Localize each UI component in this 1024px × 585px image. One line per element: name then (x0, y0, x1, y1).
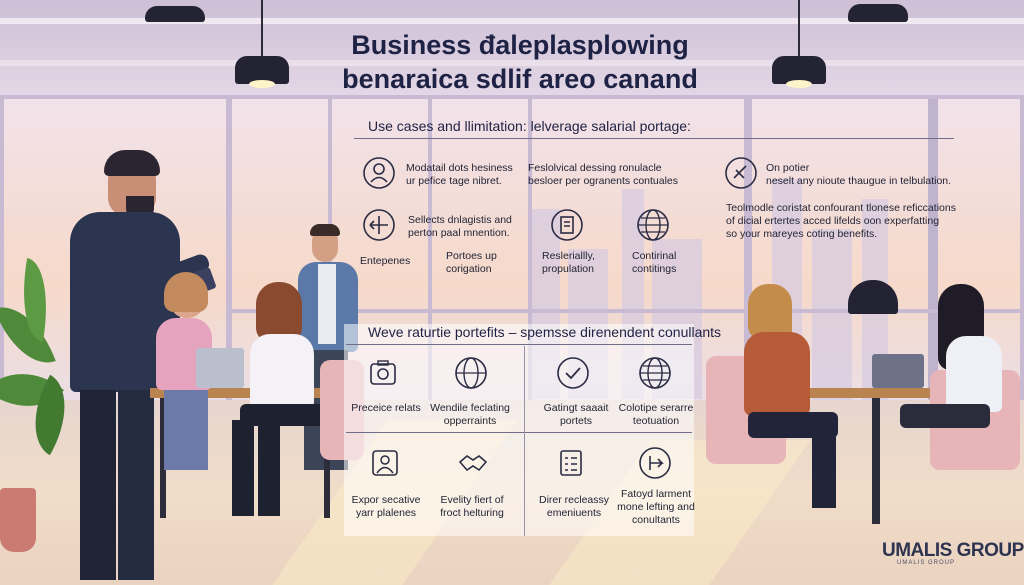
handshake-icon (456, 446, 490, 480)
globe-icon (454, 356, 488, 390)
brand-tagline: UMALIS GROUP (897, 560, 956, 566)
ceiling-beam (0, 18, 1024, 24)
pendant-lamp (145, 0, 205, 30)
desk-lamp (848, 280, 898, 320)
person-frame-icon (368, 446, 402, 480)
divider (346, 432, 692, 433)
info-panel: Use cases and llimitation: lelverage sal… (336, 110, 958, 540)
divider (524, 346, 525, 536)
globe-icon (636, 208, 670, 242)
benefit-text: Preceice relats (351, 402, 421, 414)
camera-icon (366, 356, 400, 390)
ceiling-beam (0, 60, 1024, 66)
pendant-lamp (772, 0, 826, 92)
person-circle-icon (362, 156, 396, 190)
use-cases-heading: Use cases and llimitation: lelverage sal… (368, 118, 691, 134)
benefits-panel-bg (344, 324, 694, 536)
document-icon (550, 208, 584, 242)
use-case-text: Teolmodle coristat confourant tlonese re… (726, 202, 956, 240)
title-line-1: Business đaleplasplowing (351, 30, 689, 60)
checklist-icon (554, 446, 588, 480)
divider (354, 138, 954, 139)
laptop (196, 348, 244, 388)
globe-icon (638, 356, 672, 390)
pendant-lamp (235, 0, 289, 92)
use-case-text: Entepenes (360, 255, 411, 267)
use-case-text: Resleriallly,propulation (542, 250, 595, 275)
brand-logo: UMALIS GROUP (882, 540, 1024, 561)
page-title: Business đaleplasplowing benaraica sdlif… (300, 28, 740, 96)
check-circle-icon (556, 356, 590, 390)
title-line-2: benaraica sdlif areo canand (342, 64, 698, 94)
laptop (872, 354, 924, 388)
no-link-icon (724, 156, 758, 190)
direction-icon (362, 208, 396, 242)
benefits-heading: Weve raturtie portefits – spemsse direne… (368, 324, 722, 340)
divider (346, 344, 692, 345)
pendant-lamp (848, 0, 908, 26)
direction-icon (638, 446, 672, 480)
